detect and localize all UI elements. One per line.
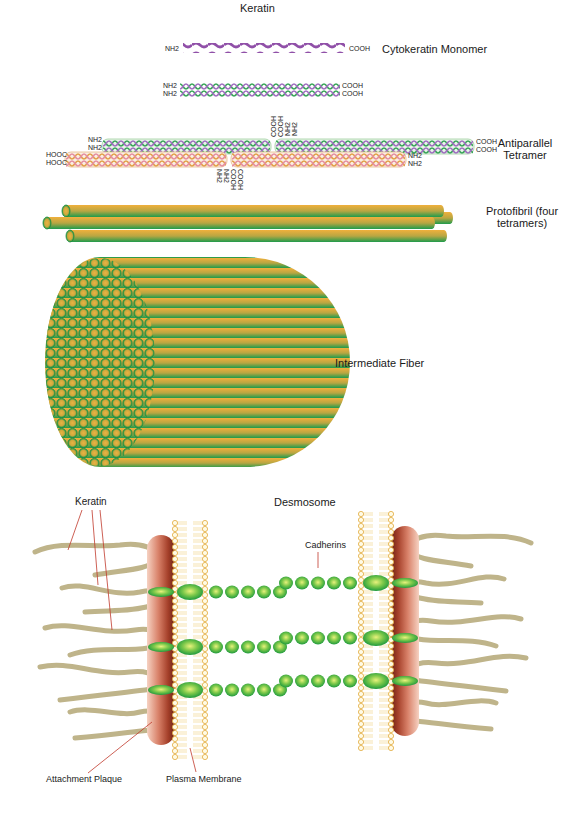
- terminus-label: NH2: [284, 122, 291, 136]
- structure-label: Protofibril (four tetramers): [474, 206, 570, 229]
- desmosome-half-mirror: [279, 511, 531, 751]
- dimer-sheath: [231, 152, 406, 167]
- helix-row: [66, 160, 226, 167]
- terminus-label: COOH: [342, 90, 363, 97]
- terminus-label: NH2: [163, 82, 177, 89]
- tube-end: [43, 217, 51, 229]
- attachment-plaque: [147, 535, 175, 745]
- leader-lines: [68, 510, 318, 773]
- helix-row: [103, 140, 270, 147]
- terminus-label: COOH: [277, 116, 284, 137]
- cadherin: [148, 682, 287, 698]
- terminus-label: NH2: [291, 122, 298, 136]
- terminus-label: NH2: [408, 152, 422, 159]
- coiled-coil-dimer: [180, 83, 340, 97]
- tube-cap: [441, 230, 447, 242]
- terminus-label: COOH: [349, 45, 370, 52]
- tube-cap: [438, 205, 444, 217]
- keratin-filament: [45, 626, 160, 655]
- part-label: Cadherins: [305, 541, 346, 550]
- helix-row: [66, 153, 226, 160]
- helix-row: [232, 153, 405, 160]
- terminus-label: COOH: [476, 138, 497, 145]
- terminus-label: NH2: [216, 169, 223, 183]
- terminus-label: COOH: [342, 82, 363, 89]
- keratin-filaments: [35, 544, 162, 738]
- section-heading: Desmosome: [274, 497, 336, 509]
- tube: [47, 217, 432, 229]
- helix-row: [232, 160, 405, 167]
- protofibril: [43, 205, 453, 242]
- terminus-label: COOH: [230, 169, 237, 190]
- tube-cap: [447, 212, 453, 224]
- terminus-label: HOOC: [46, 151, 67, 158]
- terminus-label: NH2: [88, 136, 102, 143]
- antiparallel-tetramer: [65, 139, 474, 167]
- tube-end: [66, 230, 74, 242]
- leader-line: [190, 748, 196, 772]
- plasma-membrane: [172, 520, 208, 760]
- cadherin: [148, 639, 287, 655]
- structure-label: Cytokeratin Monomer: [382, 44, 487, 56]
- structure-label: Antiparallel Tetramer: [484, 138, 566, 161]
- part-label: Plasma Membrane: [166, 775, 242, 784]
- helix-row: [180, 83, 340, 90]
- terminus-label: COOH: [237, 169, 244, 190]
- part-label: Attachment Plaque: [46, 775, 122, 784]
- fiber-body: [40, 255, 360, 470]
- tube-cap: [429, 217, 435, 229]
- leader-line: [100, 510, 112, 630]
- tube: [66, 205, 441, 217]
- leader-line: [68, 510, 82, 550]
- terminus-label: COOH: [270, 116, 277, 137]
- helix-row: [180, 90, 340, 97]
- terminus-label: NH2: [408, 160, 422, 167]
- cadherin-chains: [148, 584, 287, 698]
- cadherin: [148, 584, 287, 600]
- leader-line: [318, 552, 319, 568]
- terminus-label: HOOC: [46, 159, 67, 166]
- tube-end: [62, 205, 70, 217]
- terminus-label: NH2: [88, 144, 102, 151]
- terminus-label: NH2: [165, 45, 179, 52]
- part-label: Keratin: [75, 497, 107, 508]
- terminus-label: COOH: [476, 146, 497, 153]
- intermediate-fiber: [40, 255, 360, 470]
- helix-row: [276, 140, 473, 147]
- terminus-label: NH2: [223, 169, 230, 183]
- cytokeratin-monomer: [183, 43, 345, 53]
- leader-line: [88, 722, 152, 773]
- diagram-title: Keratin: [240, 3, 275, 15]
- desmosome-half: [35, 520, 287, 760]
- structure-label: Intermediate Fiber: [335, 358, 424, 370]
- leader-line: [92, 510, 98, 585]
- keratin-filament: [40, 665, 157, 700]
- dimer-sheath: [65, 152, 227, 167]
- fiber-face: [45, 258, 155, 466]
- terminus-label: NH2: [163, 90, 177, 97]
- tube: [70, 230, 444, 242]
